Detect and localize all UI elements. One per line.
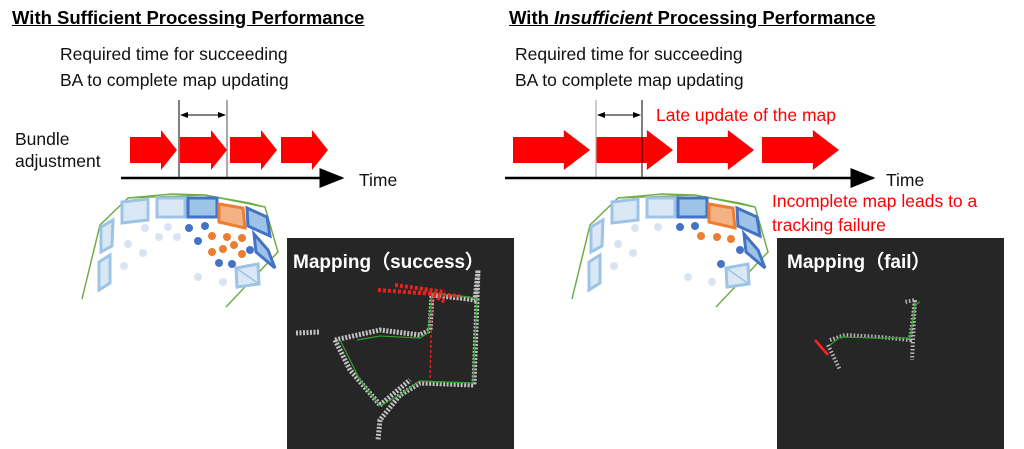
bundle-adjustment-label-line1: Bundle <box>15 129 70 149</box>
bundle-adjustment-label-line2: adjustment <box>15 151 101 171</box>
ba-arrow-1 <box>130 130 177 170</box>
required-time-line1: Required time for succeeding <box>515 44 743 64</box>
map-title-success: Mapping（success） <box>293 252 485 273</box>
failure-annotation-line1: Incomplete map leads to a <box>772 191 978 211</box>
left-panel-title: With Sufficient Processing Performance <box>12 7 365 28</box>
ba-arrow-4 <box>762 130 840 170</box>
right-panel-title: With Insufficient Processing Performance <box>509 7 876 29</box>
required-time-line2: BA to complete map updating <box>515 70 744 90</box>
active-map-points <box>185 222 254 268</box>
ba-arrow-1 <box>513 130 591 170</box>
right-timeline <box>505 100 876 188</box>
required-time-line2: BA to complete map updating <box>60 70 289 90</box>
title-prefix: With <box>509 7 555 28</box>
failure-annotation-line2: tracking failure <box>772 215 886 235</box>
ba-arrow-2 <box>180 130 227 170</box>
ba-arrow-3 <box>230 130 277 170</box>
late-update-annotation: Late update of the map <box>656 105 836 125</box>
title-emphasis: Insufficient <box>554 7 653 28</box>
faded-map-points <box>610 223 716 286</box>
left-map-image <box>287 238 514 449</box>
new-map-points <box>697 232 735 243</box>
right-map-image <box>777 238 1004 449</box>
time-axis-label: Time <box>886 170 925 190</box>
ba-arrow-2 <box>596 130 674 170</box>
ba-arrow-3 <box>677 130 755 170</box>
ba-arrow-4 <box>281 130 328 170</box>
left-timeline <box>121 100 345 188</box>
left-keyframe-diagram <box>80 192 280 309</box>
title-suffix: Processing Performance <box>652 7 876 28</box>
time-axis-label: Time <box>359 170 398 190</box>
map-title-fail: Mapping（fail） <box>787 252 931 273</box>
faded-map-points <box>120 223 227 286</box>
required-time-line1: Required time for succeeding <box>60 44 288 64</box>
right-keyframe-diagram <box>570 192 770 309</box>
active-map-points <box>676 222 744 268</box>
new-map-points <box>208 232 246 258</box>
